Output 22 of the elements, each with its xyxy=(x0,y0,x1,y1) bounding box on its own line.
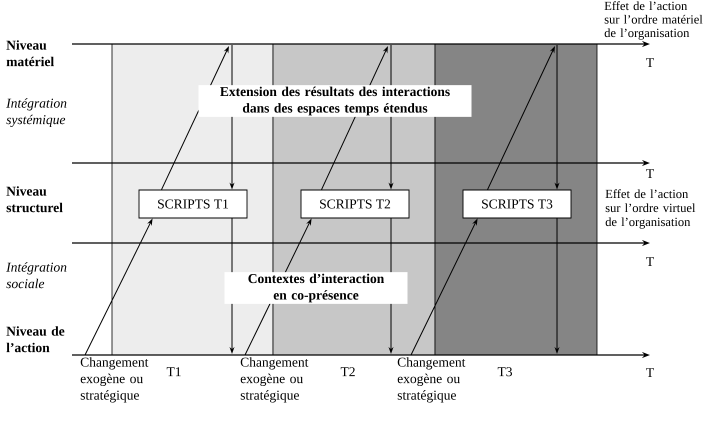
axis-label: T xyxy=(646,169,654,178)
script-box: SCRIPTS T2 xyxy=(300,190,410,218)
period-label: T1 xyxy=(166,367,181,376)
level-label: Niveau structurel xyxy=(6,186,63,212)
axis-label: T xyxy=(646,368,654,378)
axis-label: T xyxy=(646,58,654,68)
script-box: SCRIPTS T1 xyxy=(138,190,248,218)
effect-note: Effet de l’action sur l’ordre matériel de l’organisation xyxy=(604,1,703,40)
integration-label: Intégration sociale xyxy=(6,262,66,288)
change-text: Changement exogène ou stratégique xyxy=(398,357,466,402)
effect-note: Effet de l’action sur l’ordre virtuel de l’organisation xyxy=(606,189,696,229)
integration-label: Intégration systémique xyxy=(6,98,66,127)
change-text: Changement exogène ou stratégique xyxy=(80,357,148,402)
period-label: T3 xyxy=(498,367,512,376)
period-label: T2 xyxy=(340,367,355,376)
change-text: Changement exogène ou stratégique xyxy=(240,357,308,402)
axis-label: T xyxy=(646,257,654,266)
band-caption: Extension des résultats des interactions dans des espaces temps étendus xyxy=(198,85,472,117)
level-label: Niveau de l’action xyxy=(6,326,64,352)
band-caption: Contextes d’interaction en co-présence xyxy=(224,272,408,304)
script-box: SCRIPTS T3 xyxy=(462,190,572,218)
level-label: Niveau matériel xyxy=(6,40,54,66)
